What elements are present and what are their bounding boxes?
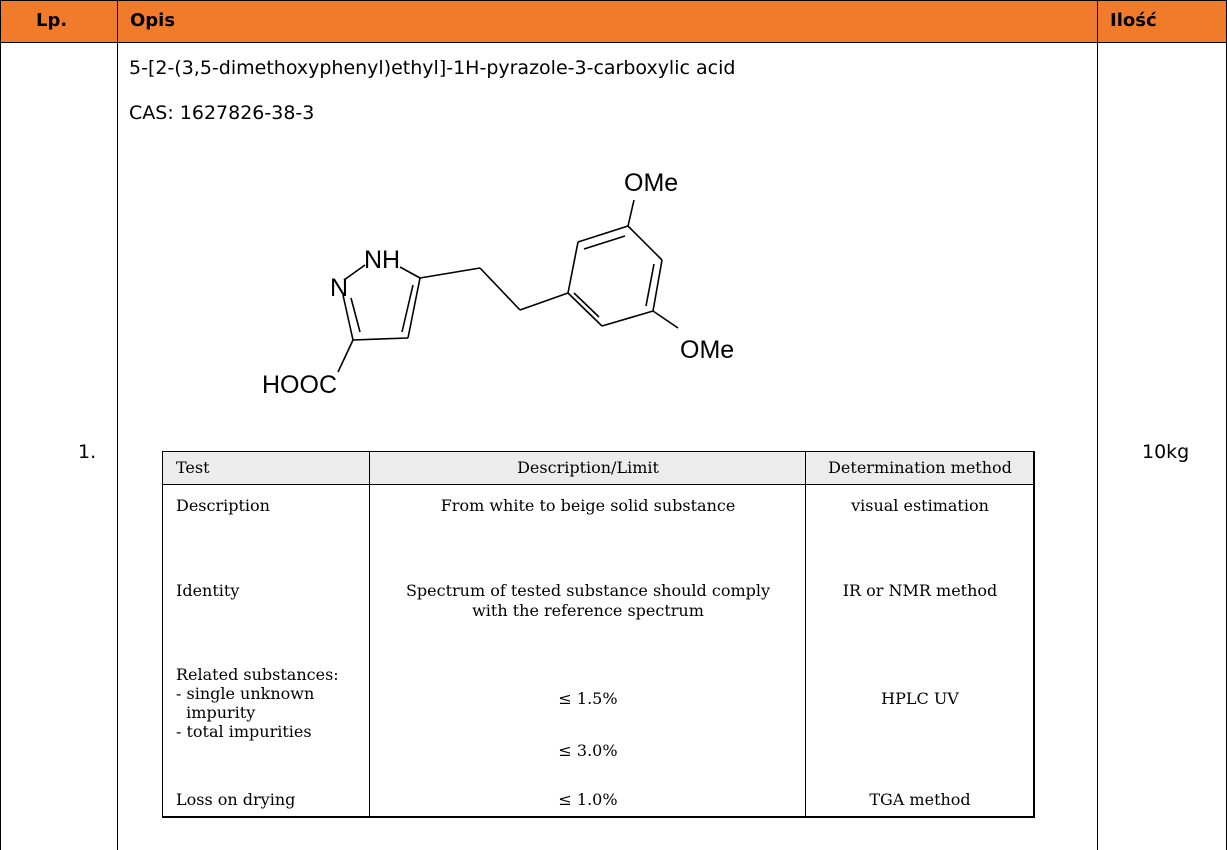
spec-method-related: HPLC UV [881,689,959,708]
spec-header-row [162,451,1034,485]
header-ilosc: Ilość [1110,10,1157,31]
compound-name: 5-[2-(3,5-dimethoxyphenyl)ethyl]-1H-pyra… [129,57,736,79]
spec-test-loss-on-drying: Loss on drying [176,790,296,809]
specification-table: Test Description/Limit Determination met… [162,451,1035,818]
chemical-structure-image: OMe OMe NH N HOOC [262,169,734,399]
spec-limit-total-impurities: ≤ 3.0% [558,741,618,760]
row-number: 1. [78,441,97,463]
label-nh: NH [364,246,400,274]
spec-header-method: Determination method [828,458,1012,477]
spec-border [162,451,1035,818]
header-opis: Opis [130,10,176,31]
header-lp: Lp. [36,10,68,31]
spec-method-identity: IR or NMR method [842,581,998,600]
table-header-row [0,0,1227,42]
spec-limit-single-impurity: ≤ 1.5% [558,689,618,708]
spec-method-description: visual estimation [851,496,989,515]
spec-limit-description: From white to beige solid substance [440,496,736,515]
header-bottom-border [0,42,1227,43]
spec-limit-loss-on-drying: ≤ 1.0% [558,790,618,809]
spec-method-loss-on-drying: TGA method [869,790,971,809]
col-divider-1 [117,0,118,850]
spec-header-test: Test [176,458,210,477]
left-border [0,0,1,850]
cas-number: CAS: 1627826-38-3 [129,102,315,124]
spec-col-divider-2 [805,451,806,817]
top-border [0,0,1227,1]
spec-col-divider-1 [369,451,370,817]
label-ome-bottom: OMe [680,336,734,364]
spec-test-related-line3: impurity [176,703,256,722]
col-divider-2 [1097,0,1098,850]
spec-test-related-line2: - single unknown [176,684,315,703]
structure-bonds [337,199,679,373]
label-ome-top: OMe [624,169,678,197]
label-hooc: HOOC [262,371,337,399]
spec-test-description: Description [176,496,270,515]
spec-header-limit: Description/Limit [517,458,659,477]
spec-test-identity: Identity [176,581,240,600]
label-n: N [330,274,348,302]
spec-test-related-line4: - total impurities [176,722,312,741]
spec-test-related-line1: Related substances: [176,665,339,684]
spec-limit-identity-line1: Spectrum of tested substance should comp… [405,581,771,600]
spec-limit-identity-line2: with the reference spectrum [472,601,704,620]
row-quantity: 10kg [1142,441,1190,463]
